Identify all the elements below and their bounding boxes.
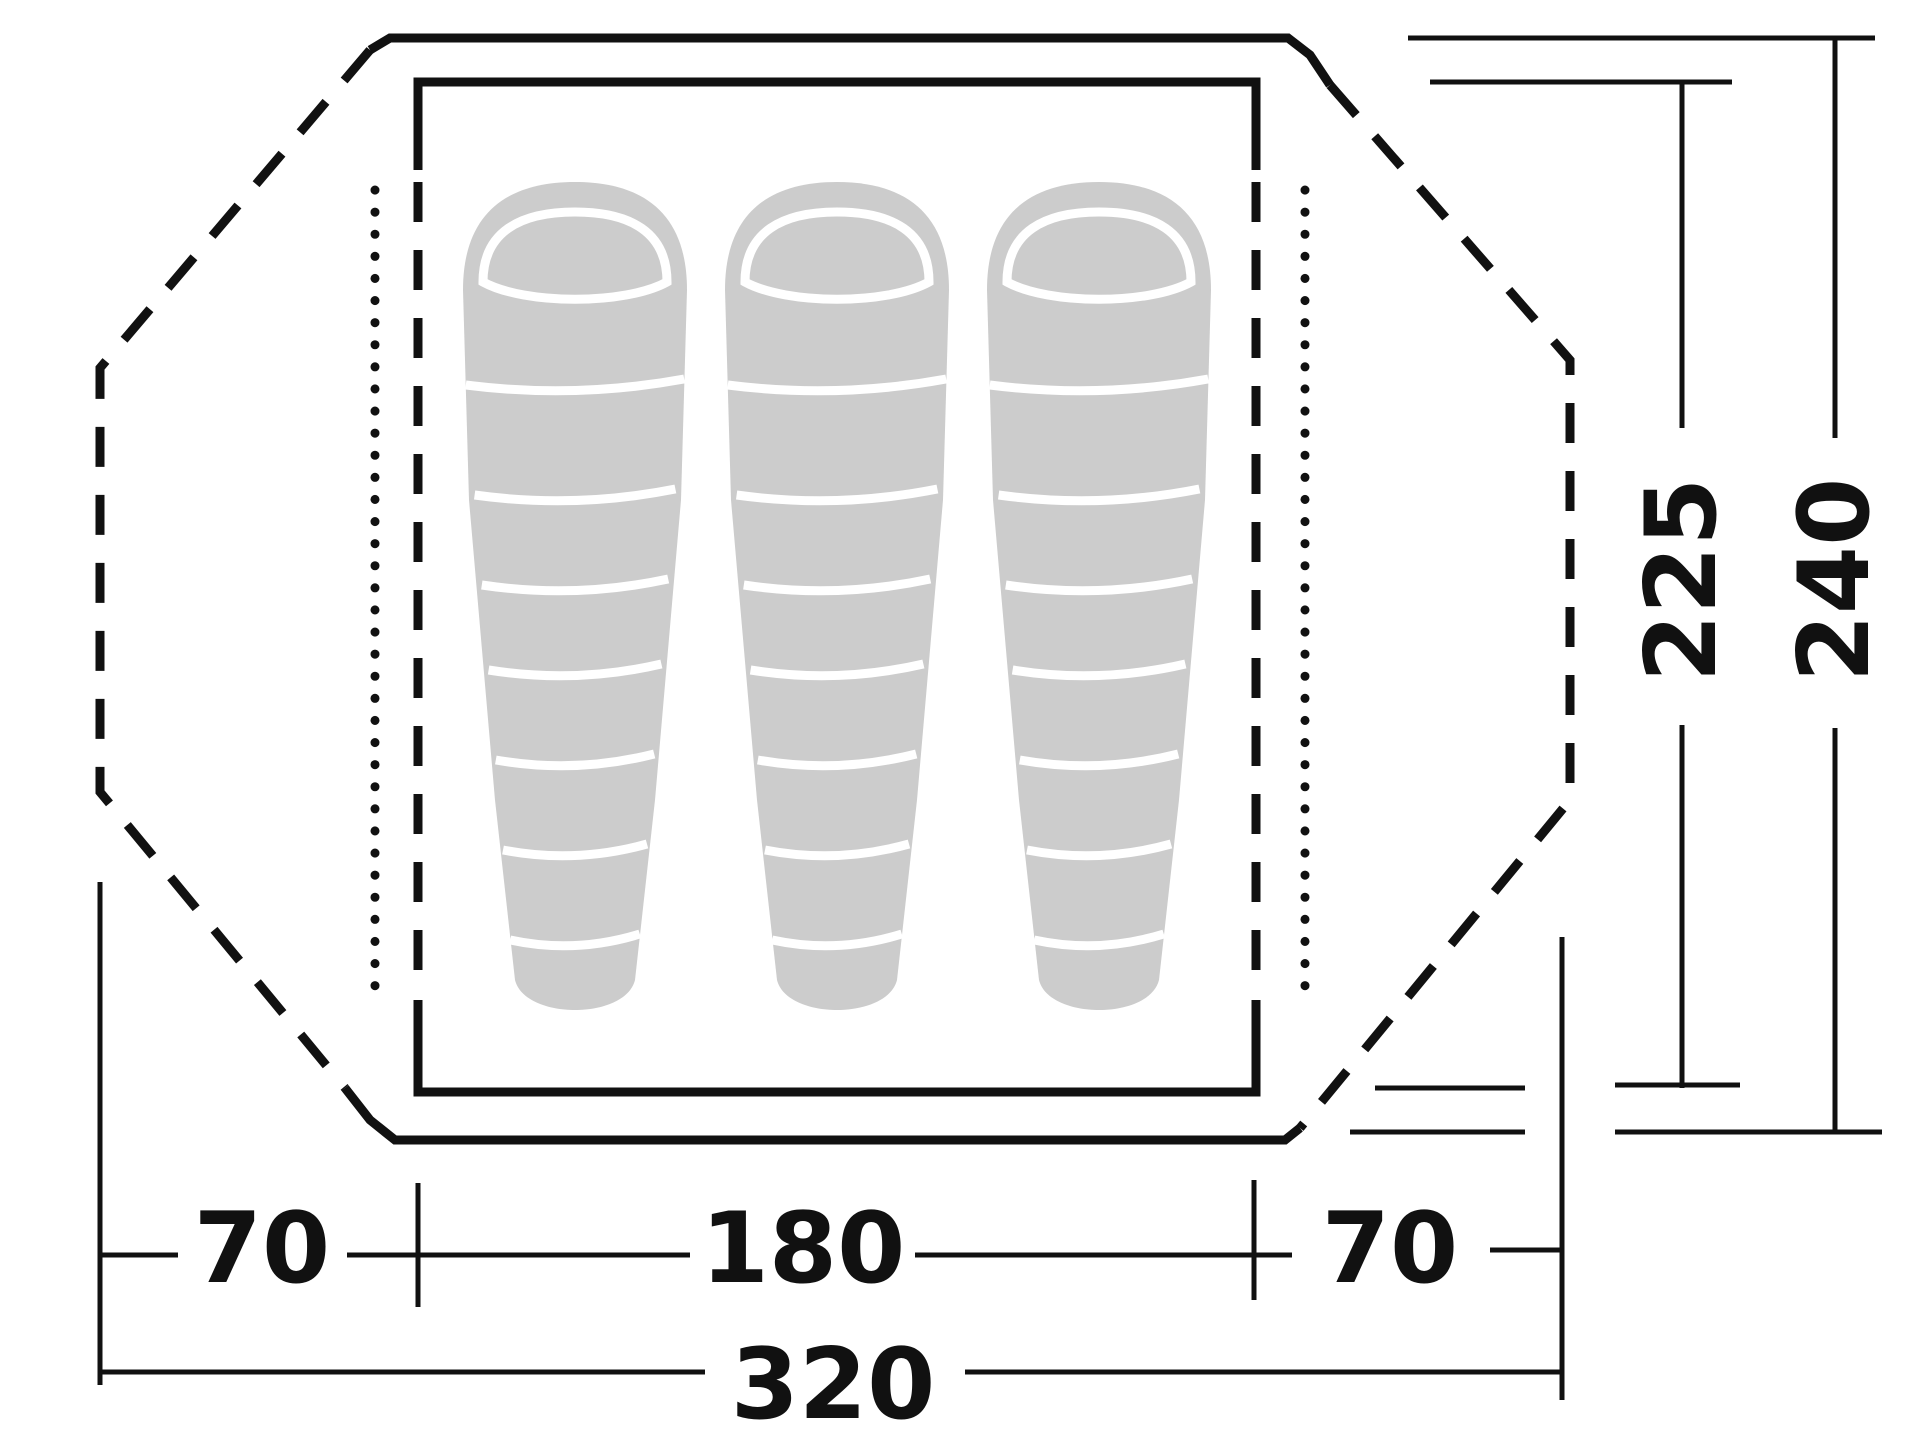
sleeping-bag-band xyxy=(727,374,948,396)
sleeping-bag-band xyxy=(481,574,670,596)
sleeping-bag-band xyxy=(1011,659,1187,681)
inner-tent-top xyxy=(413,77,1261,170)
dim-label-inner-tent-width: 180 xyxy=(701,1192,906,1306)
sleeping-bag xyxy=(987,182,1211,1010)
sleeping-bag-body xyxy=(987,182,1211,1010)
sleeping-bag-band xyxy=(1005,574,1194,596)
dim-label-right-vestibule: 70 xyxy=(1322,1192,1458,1306)
flysheet-left-dashed-outline xyxy=(95,47,374,1091)
sleeping-bag-band xyxy=(473,484,677,506)
dim-label-inner-tent-length: 225 xyxy=(1625,478,1739,683)
dim-label-total-length: 320 xyxy=(731,1328,936,1440)
sleeping-bag-band xyxy=(1033,929,1166,951)
dim-label-left-vestibule: 70 xyxy=(194,1192,330,1306)
sleeping-bag xyxy=(725,182,949,1010)
flysheet-bottom-edge xyxy=(341,1085,1303,1145)
sleeping-bag-band xyxy=(764,839,911,861)
sleeping-bag xyxy=(463,182,687,1010)
sleeping-bag-band xyxy=(465,374,686,396)
sleeping-bag-band xyxy=(509,929,642,951)
sleeping-bag-body xyxy=(725,182,949,1010)
sleeping-bag-band xyxy=(1026,839,1173,861)
sleeping-bag-body xyxy=(463,182,687,1010)
sleeping-bag-band xyxy=(743,574,932,596)
sleeping-bag-hood xyxy=(478,207,672,304)
sleeping-bags-group xyxy=(463,182,1211,1010)
sleeping-bag-band xyxy=(487,659,663,681)
sleeping-bag-band xyxy=(997,484,1201,506)
flysheet-right-dashed-outline xyxy=(1296,82,1575,1131)
sleeping-bag-hood xyxy=(740,207,934,304)
sleeping-bag-band xyxy=(771,929,904,951)
sleeping-bag-band xyxy=(502,839,649,861)
sleeping-bag-band xyxy=(989,374,1210,396)
dim-label-total-width: 240 xyxy=(1778,478,1892,683)
flysheet-top-edge xyxy=(367,33,1334,88)
sleeping-bag-band xyxy=(1019,749,1180,771)
inner-tent-bottom xyxy=(413,1000,1261,1097)
sleeping-bag-band xyxy=(735,484,939,506)
sleeping-bag-hood xyxy=(1002,207,1196,304)
sleeping-bag-band xyxy=(757,749,918,771)
sleeping-bag-band xyxy=(495,749,656,771)
sleeping-bag-band xyxy=(749,659,925,681)
